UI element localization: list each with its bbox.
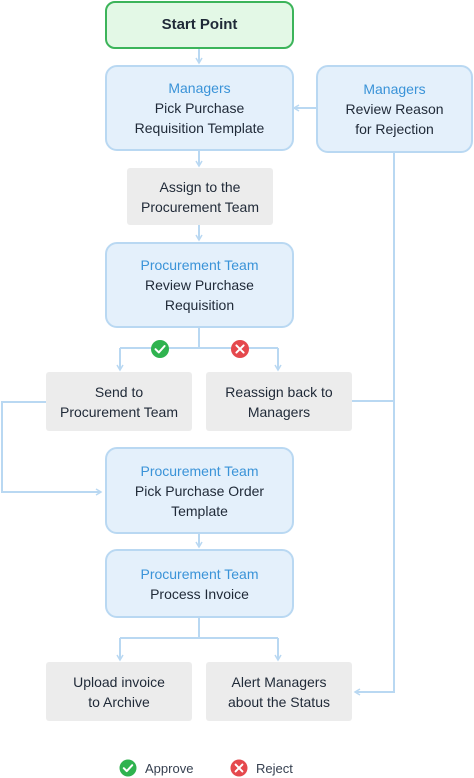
alert-managers-line1: Alert Managers (231, 673, 327, 690)
connector-process-split (120, 618, 278, 639)
start-point-label: Start Point (161, 16, 238, 33)
reassign-managers-line2: Managers (247, 403, 311, 420)
assign-procurement-line1: Assign to the (159, 178, 241, 195)
start-point-node: Start Point (105, 1, 294, 49)
send-procurement-line2: Procurement Team (59, 403, 178, 420)
legend-reject: Reject (230, 759, 293, 777)
process-invoice-role: Procurement Team (140, 565, 259, 582)
connector-send-to-order (1, 401, 103, 496)
legend-reject-label: Reject (256, 760, 293, 776)
pick-requisition-line2: Requisition Template (134, 120, 265, 136)
review-rejection-line2: for Rejection (355, 121, 434, 137)
review-rejection-node: Managers Review Reason for Rejection (316, 65, 473, 153)
reassign-managers-node: Reassign back to Managers (206, 372, 352, 431)
connector-rejection-to-alert (353, 401, 395, 696)
send-procurement-node: Send to Procurement Team (46, 372, 192, 431)
alert-managers-line2: about the Status (228, 693, 330, 710)
upload-invoice-node: Upload invoice to Archive (46, 662, 192, 721)
pick-order-role: Procurement Team (140, 462, 259, 479)
process-invoice-node: Procurement Team Process Invoice (105, 549, 294, 618)
pick-requisition-node: Managers Pick Purchase Requisition Templ… (105, 65, 294, 151)
review-requisition-line1: Review Purchase (145, 277, 254, 293)
check-circle-icon (119, 759, 137, 777)
x-circle-icon (230, 759, 248, 777)
reassign-managers-line1: Reassign back to (225, 383, 333, 400)
approve-icon (151, 340, 169, 358)
pick-order-node: Procurement Team Pick Purchase Order Tem… (105, 447, 294, 534)
send-procurement-line1: Send to (94, 383, 144, 400)
alert-managers-node: Alert Managers about the Status (206, 662, 352, 721)
process-invoice-line1: Process Invoice (150, 585, 249, 602)
review-requisition-line2: Requisition (164, 297, 235, 313)
legend-approve-label: Approve (145, 760, 194, 776)
connector-review-split (120, 328, 278, 349)
review-rejection-line1: Review Reason (345, 101, 444, 117)
connector-reassign-to-rejection (352, 153, 395, 402)
pick-requisition-role: Managers (168, 80, 231, 96)
upload-invoice-line1: Upload invoice (73, 673, 165, 690)
pick-requisition-line1: Pick Purchase (154, 100, 245, 116)
review-requisition-node: Procurement Team Review Purchase Requisi… (105, 242, 294, 328)
pick-order-line1: Pick Purchase Order (134, 482, 265, 499)
assign-procurement-line2: Procurement Team (140, 198, 259, 215)
review-requisition-role: Procurement Team (140, 257, 259, 273)
pick-order-line2: Template (171, 502, 228, 519)
reject-icon (231, 340, 249, 358)
assign-procurement-node: Assign to the Procurement Team (127, 168, 273, 225)
legend-approve: Approve (119, 759, 193, 777)
upload-invoice-line2: to Archive (88, 693, 150, 710)
review-rejection-role: Managers (363, 81, 426, 97)
